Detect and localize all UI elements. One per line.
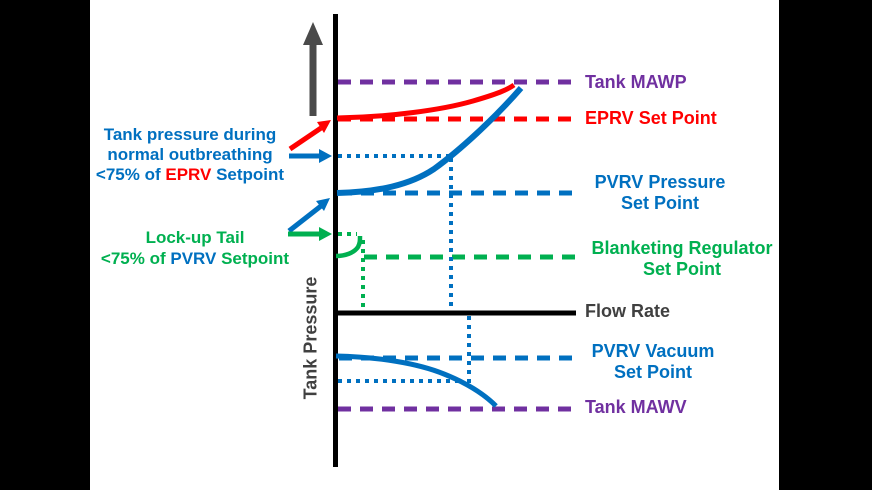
tank-mawp-label: Tank MAWP xyxy=(585,72,687,92)
y-axis-label: Tank Pressure xyxy=(300,276,321,400)
blue-outbreathing-arrow-icon xyxy=(289,149,332,163)
green-lockup-arrow-icon xyxy=(288,227,332,241)
outbreathing-annotation-line1: Tank pressure during xyxy=(103,125,277,144)
pvrv-vacuum-curve xyxy=(335,353,498,408)
blue-lockup-arrow-icon xyxy=(287,198,330,233)
left-letterbox-bar xyxy=(0,0,90,490)
tank-mawv-label: Tank MAWV xyxy=(585,397,687,417)
eprv-relief-curve xyxy=(336,82,516,121)
flow-rate-label: Flow Rate xyxy=(585,301,671,321)
pressure-up-arrow-icon xyxy=(303,22,323,116)
blanketing-set-point-label: Blanketing Regulator Set Point xyxy=(591,238,773,279)
pvrv-highlight: PVRV xyxy=(170,249,217,268)
pvrv-pressure-relief-curve xyxy=(336,86,524,196)
pvrv-pressure-set-point-label: PVRV Pressure Set Point xyxy=(594,172,726,213)
lockup-tail-curve xyxy=(335,235,363,259)
lockup-annotation-line2: <75% of PVRV Setpoint xyxy=(100,249,290,268)
outbreathing-annotation: Tank pressure during normal outbreathing… xyxy=(90,125,290,185)
lockup-annotation: Lock-up Tail <75% of PVRV Setpoint xyxy=(95,227,295,269)
outbreathing-annotation-line3: <75% of EPRV Setpoint xyxy=(95,165,285,184)
red-eprv-annotation-arrow-icon xyxy=(288,120,331,152)
outbreathing-annotation-line2: normal outbreathing xyxy=(107,145,273,164)
right-letterbox-bar xyxy=(779,0,872,490)
eprv-highlight: EPRV xyxy=(165,165,212,184)
eprv-set-point-label: EPRV Set Point xyxy=(585,108,717,128)
lockup-annotation-line1: Lock-up Tail xyxy=(145,228,245,247)
pvrv-vacuum-set-point-label: PVRV Vacuum Set Point xyxy=(591,341,715,382)
